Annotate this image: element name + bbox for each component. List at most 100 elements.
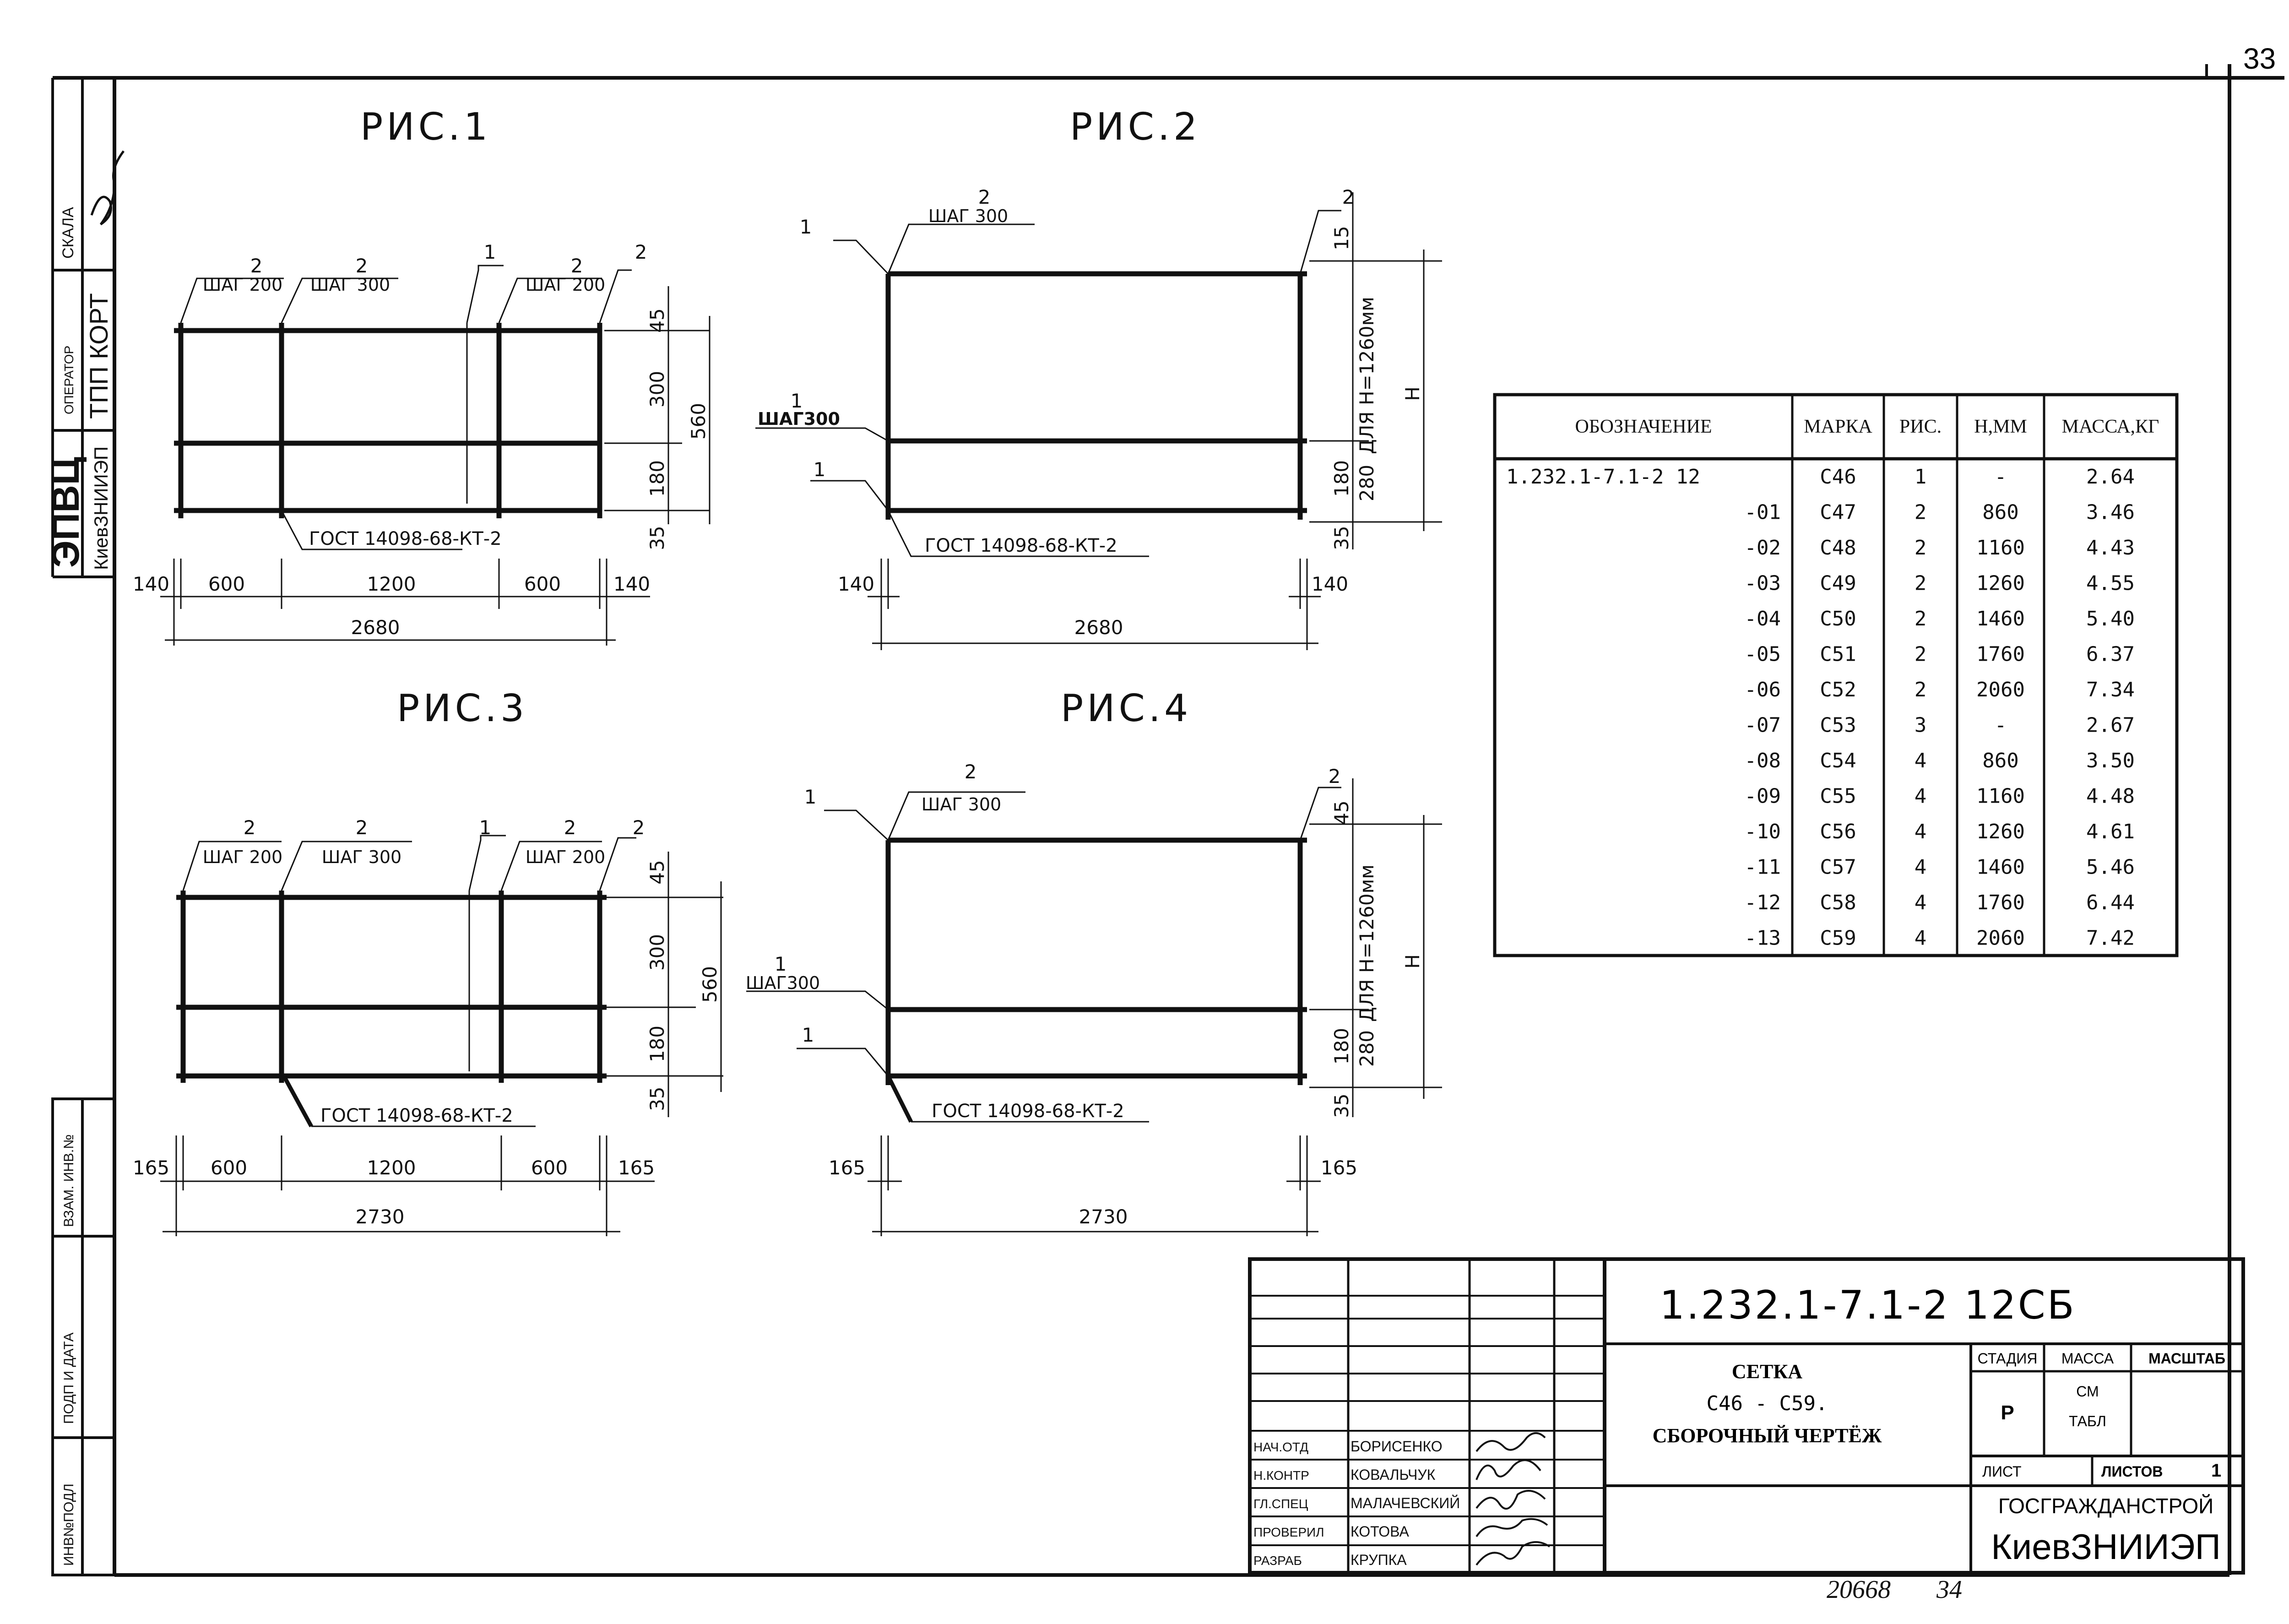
table-cell: 1460 bbox=[1976, 607, 2025, 630]
podp-box-label: ПОДП И ДАТА bbox=[61, 1332, 76, 1424]
spec-table: ОБОЗНАЧЕНИЕ МАРКА РИС. Н,ММ МАССА,КГ 1.2… bbox=[1493, 393, 2179, 957]
table-cell: 6.44 bbox=[2086, 891, 2135, 914]
figure-4: РИС.4 bbox=[746, 687, 1442, 1236]
table-cell: С59 bbox=[1820, 926, 1856, 950]
sig-role-5: РАЗРАБ bbox=[1253, 1553, 1302, 1568]
fig1-dim-180: 180 bbox=[646, 460, 668, 497]
table-cell: - bbox=[1995, 713, 2007, 737]
table-cell: -13 bbox=[1745, 926, 1781, 950]
fig1-dim-140-left: 140 bbox=[133, 573, 169, 595]
table-cell: 1460 bbox=[1976, 855, 2025, 879]
fig4-dim-35: 35 bbox=[1330, 1093, 1353, 1118]
table-cell: 4.55 bbox=[2086, 571, 2135, 595]
table-cell: 3.50 bbox=[2086, 749, 2135, 772]
table-cell: С52 bbox=[1820, 678, 1856, 701]
table-cell: 2.67 bbox=[2086, 713, 2135, 737]
side-stamps bbox=[51, 78, 116, 1576]
fig2-dim-140-right: 140 bbox=[1312, 573, 1348, 595]
figure-2-title: РИС.2 bbox=[1070, 105, 1201, 149]
fig2-dim-35: 35 bbox=[1330, 526, 1353, 550]
title-block: 1.232.1-7.1-2 12СБ СЕТКА С46 - С59. СБОР… bbox=[1248, 1257, 2245, 1575]
fig2-pos-left-mid: 1 bbox=[791, 390, 803, 412]
table-cell: С57 bbox=[1820, 855, 1856, 879]
mass-value-line1: СМ bbox=[2076, 1383, 2099, 1400]
table-cell: 1260 bbox=[1976, 820, 2025, 843]
fig2-pos-left-top: 1 bbox=[800, 216, 812, 238]
table-cell: 3.46 bbox=[2086, 500, 2135, 524]
header-mark: МАРКА bbox=[1804, 416, 1872, 437]
mass-value-line2: ТАБЛ bbox=[2069, 1413, 2106, 1429]
scale-signature bbox=[90, 150, 125, 226]
fig4-step-top: ШАГ 300 bbox=[922, 794, 1001, 815]
fig1-total-width: 2680 bbox=[351, 616, 400, 639]
sheet-label: ЛИСТ bbox=[1982, 1463, 2022, 1480]
fig1-dim-600-left: 600 bbox=[208, 573, 245, 595]
table-cell: -10 bbox=[1745, 820, 1781, 843]
inv-box-label: ИНВ№ПОДЛ bbox=[61, 1483, 76, 1566]
fig4-gost: ГОСТ 14098-68-КТ-2 bbox=[932, 1101, 1124, 1122]
fig2-dim-140-left: 140 bbox=[838, 573, 874, 595]
table-cell: 1760 bbox=[1976, 642, 2025, 666]
fig3-pos-b: 2 bbox=[564, 816, 576, 839]
fig3-pos-a: 2 bbox=[356, 816, 368, 839]
table-cell: 7.42 bbox=[2086, 926, 2135, 950]
table-cell: 2060 bbox=[1976, 926, 2025, 950]
doc-code: 1.232.1-7.1-2 12СБ bbox=[1660, 1282, 2076, 1328]
figure-3-title: РИС.3 bbox=[397, 687, 528, 730]
fig4-pos-left-top: 1 bbox=[804, 786, 817, 808]
figure-1: РИС.1 bbox=[133, 105, 711, 646]
fig3-dim-35: 35 bbox=[646, 1086, 668, 1111]
scale-label: СКАЛА bbox=[60, 207, 77, 259]
table-cell: С48 bbox=[1820, 536, 1856, 559]
table-cell: -04 bbox=[1745, 607, 1781, 630]
table-cell: 7.34 bbox=[2086, 678, 2135, 701]
fig4-dim-165-left: 165 bbox=[829, 1157, 865, 1179]
table-cell: 4 bbox=[1915, 749, 1927, 772]
fig4-pos-right-top: 2 bbox=[1329, 765, 1341, 788]
fig1-pos-a: 2 bbox=[356, 255, 368, 277]
table-cell: С55 bbox=[1820, 784, 1856, 808]
table-cell: С49 bbox=[1820, 571, 1856, 595]
sig-name-1: БОРИСЕНКО bbox=[1351, 1438, 1443, 1455]
header-height: Н,ММ bbox=[1974, 416, 2027, 437]
table-cell: С54 bbox=[1820, 749, 1856, 772]
sig-name-4: КОТОВА bbox=[1351, 1523, 1409, 1540]
fig3-step-left: ШАГ 200 bbox=[203, 847, 282, 867]
fig2-dim-280: 280 bbox=[1356, 465, 1378, 501]
fig1-dim-140-right: 140 bbox=[613, 573, 650, 595]
fig4-pos-left-bot: 1 bbox=[802, 1024, 814, 1046]
fig2-dim-top: 15 bbox=[1330, 226, 1353, 250]
header-designation: ОБОЗНАЧЕНИЕ bbox=[1575, 416, 1712, 437]
sig-name-5: КРУПКА bbox=[1351, 1552, 1407, 1568]
table-cell: 1160 bbox=[1976, 784, 2025, 808]
header-figure: РИС. bbox=[1899, 416, 1942, 437]
fig2-step-top: ШАГ 300 bbox=[928, 206, 1008, 226]
org-line2: КиевЗНИИЭП bbox=[1991, 1526, 2221, 1567]
table-cell: 4 bbox=[1915, 891, 1927, 914]
fig2-pos-right-top: 2 bbox=[1342, 186, 1355, 208]
fig3-step-a: ШАГ 300 bbox=[322, 847, 401, 867]
sheets-label: ЛИСТОВ bbox=[2101, 1463, 2163, 1480]
table-cell: 4 bbox=[1915, 855, 1927, 879]
handwritten-signatures bbox=[1475, 1432, 1551, 1566]
table-cell: 4 bbox=[1915, 784, 1927, 808]
operator-value: ТПП КОРТ bbox=[84, 293, 113, 419]
fig2-dim-note: ДЛЯ Н=1260мм bbox=[1356, 297, 1378, 454]
fig1-dim-1200: 1200 bbox=[367, 573, 416, 595]
footer-number-2: 34 bbox=[1936, 1575, 1962, 1604]
doc-name-line1: СЕТКА bbox=[1732, 1360, 1802, 1383]
table-cell: С53 bbox=[1820, 713, 1856, 737]
table-cell: 860 bbox=[1982, 749, 2018, 772]
table-cell: 6.37 bbox=[2086, 642, 2135, 666]
table-cell: 4 bbox=[1915, 926, 1927, 950]
sig-role-4: ПРОВЕРИЛ bbox=[1253, 1525, 1324, 1539]
table-cell: 2 bbox=[1915, 536, 1927, 559]
fig1-pos-left: 2 bbox=[250, 255, 263, 277]
col-mass-header: МАССА bbox=[2061, 1350, 2114, 1367]
page-number: 33 bbox=[2243, 42, 2276, 75]
table-cell: 5.40 bbox=[2086, 607, 2135, 630]
fig4-dim-165-right: 165 bbox=[1321, 1157, 1357, 1179]
fig2-total-width: 2680 bbox=[1074, 616, 1123, 639]
fig3-pos-mid: 1 bbox=[479, 816, 492, 839]
fig3-dim-165-right: 165 bbox=[618, 1157, 655, 1179]
